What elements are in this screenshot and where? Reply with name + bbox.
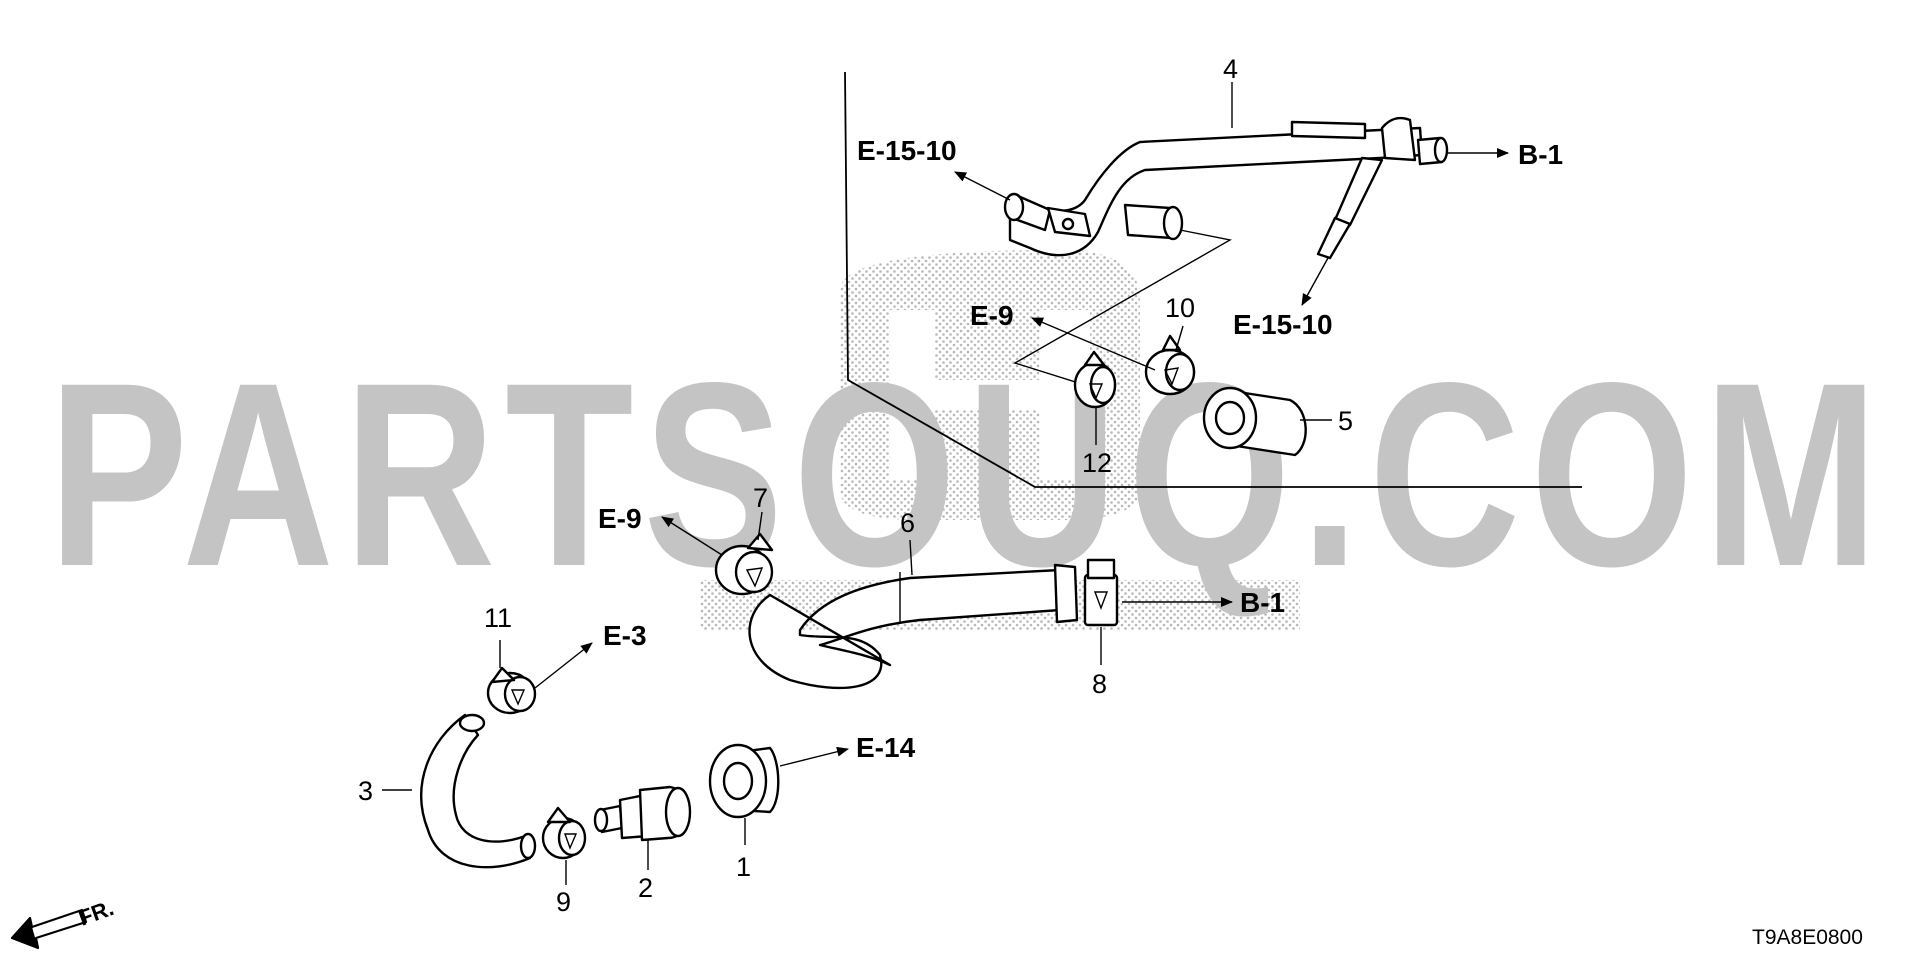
part-number-3: 3	[358, 776, 373, 806]
part-6-coolant-hose[interactable]	[748, 563, 1079, 690]
part-3-bypass-hose[interactable]	[420, 713, 537, 869]
arrow-e9-left	[661, 516, 723, 556]
arrow-e15-10-right	[1301, 257, 1329, 306]
part-10-hose-clamp[interactable]	[1144, 334, 1196, 396]
part-number-12: 12	[1082, 448, 1112, 478]
ref-b1-top: B-1	[1518, 139, 1563, 170]
ref-b1-mid: B-1	[1240, 587, 1285, 618]
part-12-hose-clamp[interactable]	[1073, 350, 1117, 409]
part-number-10: 10	[1165, 293, 1195, 323]
watermark-text: PARTSOUQ.COM	[48, 328, 1888, 621]
leader-6	[909, 539, 913, 576]
part-number-5: 5	[1338, 406, 1353, 436]
part-5-hose-sleeve[interactable]	[1202, 386, 1307, 457]
part-4-coolant-pipe[interactable]	[1003, 116, 1449, 260]
ref-e15-10-right: E-15-10	[1233, 309, 1333, 340]
leader-7	[757, 511, 763, 541]
ref-e15-10-left: E-15-10	[857, 135, 957, 166]
part-number-4: 4	[1223, 54, 1238, 84]
ref-e9-left: E-9	[598, 503, 642, 534]
frame-outline	[844, 71, 1582, 488]
connector-outline	[1013, 229, 1232, 386]
front-direction-indicator: FR.	[10, 895, 117, 950]
arrow-e14	[779, 746, 849, 767]
ref-e9-top: E-9	[970, 300, 1014, 331]
part-number-1: 1	[736, 852, 751, 882]
arrow-e15-10-left	[954, 171, 1011, 201]
leader-10	[1175, 325, 1184, 351]
ref-e14: E-14	[856, 732, 916, 763]
part-number-6: 6	[900, 508, 915, 538]
part-11-hose-clamp[interactable]	[486, 666, 537, 715]
ref-e3: E-3	[603, 620, 647, 651]
part-9-hose-clamp[interactable]	[541, 806, 587, 860]
part-1-grommet[interactable]	[708, 743, 780, 819]
part-number-7: 7	[753, 483, 768, 513]
part-number-2: 2	[638, 873, 653, 903]
part-8-hose-clip[interactable]	[1083, 558, 1119, 627]
arrow-e9-top	[1031, 317, 1156, 371]
arrow-e3	[534, 642, 593, 689]
part-number-9: 9	[556, 887, 571, 917]
part-number-11: 11	[484, 603, 512, 633]
part-2-bypass-fitting[interactable]	[593, 785, 692, 842]
part-number-8: 8	[1092, 669, 1107, 699]
front-label: FR.	[75, 895, 117, 931]
part-7-hose-clamp[interactable]	[714, 532, 774, 596]
diagram-code: T9A8E0800	[1752, 926, 1863, 949]
